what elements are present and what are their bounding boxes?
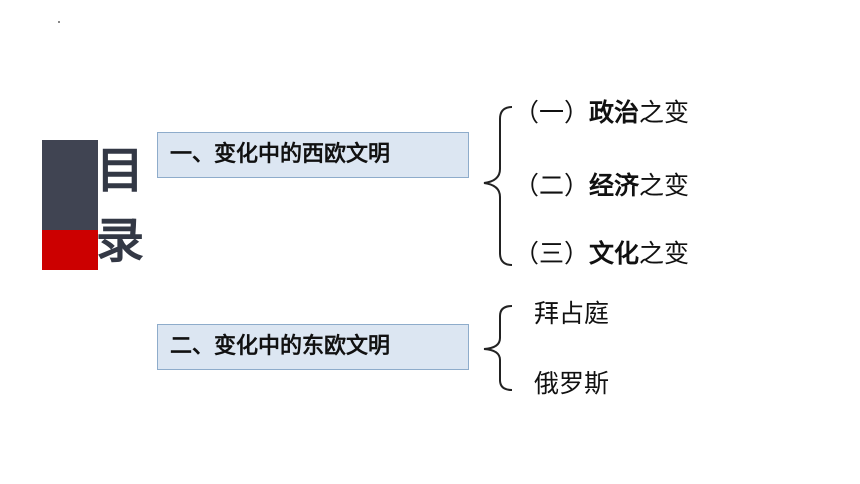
section2-item-1[interactable]: 拜占庭 — [534, 299, 610, 328]
stray-dot — [58, 21, 60, 23]
section2-brace — [483, 305, 513, 391]
section1-item-2[interactable]: （二）经济之变 — [514, 171, 690, 200]
section2-item-2[interactable]: 俄罗斯 — [534, 369, 610, 398]
title-char-2: 录 — [96, 213, 145, 269]
title-bar-red — [42, 230, 98, 270]
section1-item-3[interactable]: （三）文化之变 — [514, 239, 690, 268]
title-char-1: 目 — [96, 143, 145, 199]
section1-item-1[interactable]: （一）政治之变 — [514, 98, 690, 127]
section2-heading[interactable]: 二、变化中的东欧文明 — [157, 324, 469, 370]
title-bar-dark — [42, 140, 98, 230]
section1-heading[interactable]: 一、变化中的西欧文明 — [157, 132, 469, 178]
section1-brace — [483, 106, 513, 266]
